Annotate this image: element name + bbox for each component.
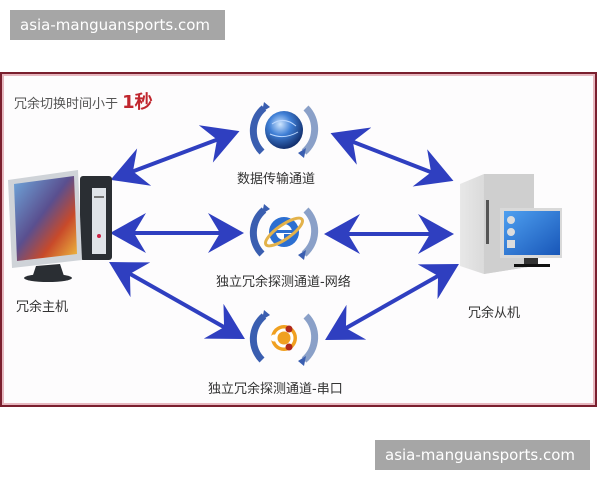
internet-explorer-sync-icon bbox=[249, 204, 319, 260]
channel-label-data: 数据传输通道 bbox=[237, 172, 316, 187]
channel-label-network: 独立冗余探测通道-网络 bbox=[216, 275, 351, 290]
arrow-slave-data bbox=[330, 127, 454, 187]
arrow-master-data bbox=[110, 125, 240, 186]
watermark-top: asia-manguansports.com bbox=[10, 10, 225, 40]
globe-sync-icon bbox=[249, 102, 319, 158]
title-prefix: 冗余切换时间小于 bbox=[14, 97, 119, 112]
channel-label-serial: 独立冗余探测通道-串口 bbox=[208, 382, 343, 397]
arrow-slave-serial bbox=[325, 264, 459, 340]
title-value: 1秒 bbox=[122, 92, 153, 113]
watermark-bottom: asia-manguansports.com bbox=[375, 440, 590, 470]
arrow-master-serial bbox=[109, 262, 245, 339]
master-label: 冗余主机 bbox=[16, 300, 69, 315]
diagram-title: 冗余切换时间小于 1秒 bbox=[14, 88, 153, 114]
server-tower-monitor-icon bbox=[460, 174, 562, 274]
ubuntu-sync-icon bbox=[249, 310, 319, 366]
desktop-computer-icon bbox=[8, 170, 112, 282]
slave-label: 冗余从机 bbox=[468, 306, 521, 321]
arrows bbox=[109, 125, 459, 340]
